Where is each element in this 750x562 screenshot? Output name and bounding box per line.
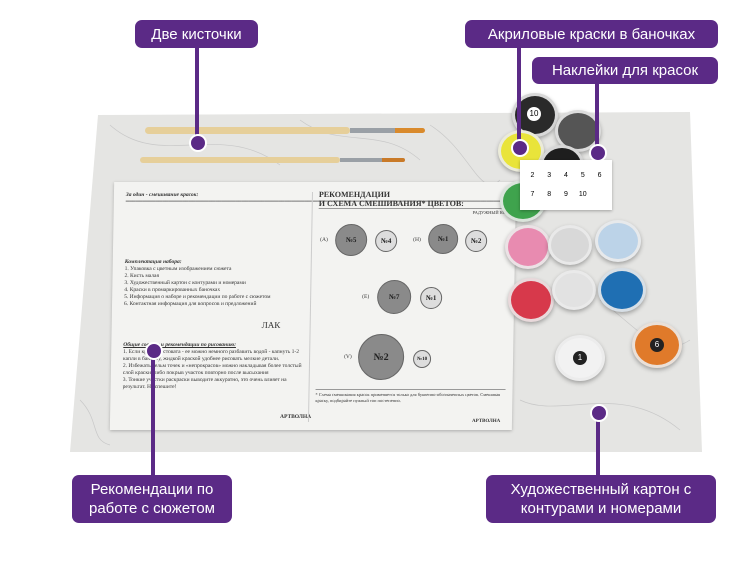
mix-color-b: №2 xyxy=(464,230,488,252)
sticker: 9 xyxy=(564,191,568,198)
callout-line-brushes xyxy=(195,48,199,143)
brand-left: АРТВОЛНА xyxy=(280,414,312,420)
callout-paints: Акриловые краски в баночках xyxy=(465,20,718,48)
callout-guide: Рекомендации по работе с сюжетом xyxy=(72,475,232,523)
kit-item: 1. Упаковка с цветным изображением сюжет… xyxy=(124,266,232,272)
brush-small xyxy=(140,157,405,163)
paint-pot-lightblue xyxy=(595,220,641,262)
brand-right: АРТВОЛНА xyxy=(471,419,501,424)
kit-item: 2. Кисть малая xyxy=(124,273,160,279)
sticker: 5 xyxy=(580,172,585,179)
sticker: 7 xyxy=(530,191,535,198)
paint-pot-white: 1 xyxy=(555,335,605,381)
instruction-sheet: За один - смешивание красок: ━━━━━━━━━━━… xyxy=(109,182,550,430)
paint-pot-orange: 6 xyxy=(632,322,682,368)
lak-note: ЛАК xyxy=(261,320,281,330)
kit-item: 3. Художественный картон с контурами и н… xyxy=(124,280,246,286)
brush-large xyxy=(145,127,425,134)
mix-color-b: №4 xyxy=(374,230,398,252)
paint-pot-red xyxy=(508,278,554,322)
mix-color-a: №7 xyxy=(376,280,412,314)
pot-number: 6 xyxy=(650,338,664,352)
paint-pot-light xyxy=(548,225,592,265)
sticker: 6 xyxy=(597,172,602,179)
sticker: 10 xyxy=(578,191,587,198)
paint-pot-pink xyxy=(505,225,551,269)
tip: 3. Тонкие участки раскраски выводите акк… xyxy=(122,377,287,390)
mix-label: (А) xyxy=(320,237,328,243)
paint-pot-blue xyxy=(598,268,646,312)
callout-dot-brushes xyxy=(189,134,207,152)
callout-stickers: Наклейки для красок xyxy=(532,57,718,84)
mix-label: (Н) xyxy=(413,237,421,243)
callout-canvas: Художественный картон с контурами и номе… xyxy=(486,475,716,523)
mix-label: (Е) xyxy=(362,294,370,300)
callout-brushes: Две кисточки xyxy=(135,20,258,48)
mix-color-a: №1 xyxy=(427,224,459,254)
pot-number: 10 xyxy=(527,107,541,121)
scheme-footnote: * Схема смешивания красок применяется то… xyxy=(315,389,506,403)
sticker: 8 xyxy=(547,191,552,198)
kit-item: 6. Контактная информация для вопросов и … xyxy=(123,301,257,307)
mix-color-a: №5 xyxy=(334,224,368,256)
tip: 2. Избежать бельм точек и «непрокрасов» … xyxy=(122,363,302,376)
callout-line-paints xyxy=(517,48,521,146)
sticker: 2 xyxy=(530,172,535,179)
scheme-title-2: И СХЕМА СМЕШИВАНИЯ* ЦВЕТОВ: xyxy=(318,199,464,208)
scheme-title-1: РЕКОМЕНДАЦИИ xyxy=(318,190,391,199)
callout-dot-stickers xyxy=(589,144,607,162)
callout-line-guide xyxy=(151,350,155,476)
pot-number: 1 xyxy=(573,351,587,365)
mix-label: (V) xyxy=(344,354,352,360)
kit-title: Комплектация набора: xyxy=(124,259,182,265)
mix-color-b: №1 xyxy=(419,287,443,309)
mix-color-a: №2 xyxy=(357,334,405,380)
sticker: 4 xyxy=(564,172,568,179)
mix-scheme: РЕКОМЕНДАЦИИ И СХЕМА СМЕШИВАНИЯ* ЦВЕТОВ:… xyxy=(318,190,509,216)
callout-line-canvas xyxy=(596,412,600,476)
paint-pot-white-2 xyxy=(552,270,596,310)
guide-title: За один - смешивание красок: xyxy=(125,192,199,198)
callout-dot-paints xyxy=(511,139,529,157)
callout-line-stickers xyxy=(595,84,599,150)
kit-item: 5. Информация о наборе и рекомендации по… xyxy=(124,294,271,300)
number-stickers: 2 3 4 5 6 7 8 9 10 xyxy=(520,160,612,210)
callout-dot-guide xyxy=(145,342,163,360)
kit-item: 4. Краски в промаркированных баночках xyxy=(124,287,221,293)
callout-dot-canvas xyxy=(590,404,608,422)
sticker: 3 xyxy=(547,172,552,179)
mix-color-b: №10 xyxy=(412,350,432,368)
scheme-subtitle: РАДУЖНЫЙ КОТ xyxy=(318,208,509,216)
